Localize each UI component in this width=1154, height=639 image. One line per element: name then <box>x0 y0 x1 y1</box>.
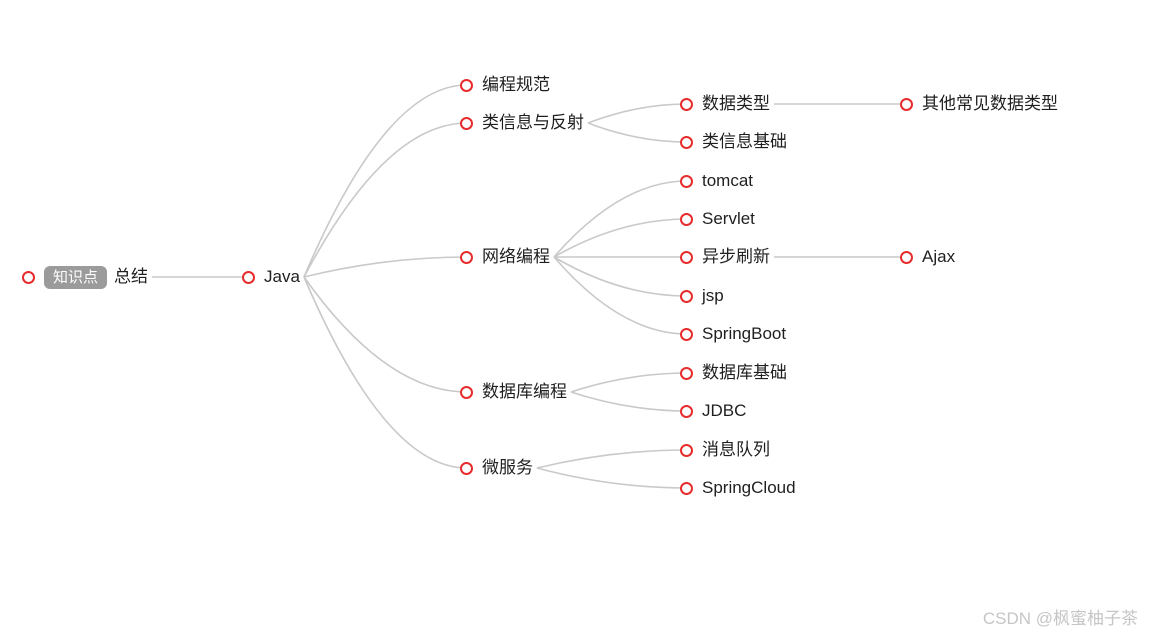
node-label: SpringCloud <box>702 478 796 497</box>
node-label: 网络编程 <box>482 247 550 266</box>
node-label: 类信息基础 <box>702 132 787 151</box>
node-label: JDBC <box>702 401 747 420</box>
node-circle-icon <box>680 250 693 264</box>
node-database-programming[interactable]: 数据库编程 <box>460 379 567 405</box>
node-label: 数据库基础 <box>702 363 787 382</box>
node-circle-icon <box>22 270 35 284</box>
node-coding-standards[interactable]: 编程规范 <box>460 72 550 98</box>
node-circle-icon <box>680 97 693 111</box>
edge <box>303 122 468 278</box>
edge <box>303 84 468 278</box>
node-label: Ajax <box>922 247 956 266</box>
node-java[interactable]: Java <box>242 264 300 290</box>
node-circle-icon <box>680 404 693 418</box>
node-ajax[interactable]: Ajax <box>900 244 955 270</box>
node-data-type[interactable]: 数据类型 <box>680 91 770 117</box>
edge <box>553 180 688 258</box>
node-circle-icon <box>460 250 473 264</box>
edge <box>536 467 688 489</box>
node-label: SpringBoot <box>702 324 787 343</box>
edge <box>553 218 688 258</box>
edge <box>570 391 688 412</box>
node-network-programming[interactable]: 网络编程 <box>460 244 550 270</box>
root-tag-badge: 知识点 <box>44 265 108 289</box>
node-other-common-data-types[interactable]: 其他常见数据类型 <box>900 91 1058 117</box>
node-circle-icon <box>680 212 693 226</box>
node-circle-icon <box>680 289 693 303</box>
edge <box>536 449 688 469</box>
edge <box>553 256 688 297</box>
node-circle-icon <box>460 385 473 399</box>
node-label: 消息队列 <box>702 440 770 459</box>
node-label: 总结 <box>114 267 149 286</box>
node-label: 微服务 <box>482 458 533 477</box>
node-springboot[interactable]: SpringBoot <box>680 321 786 347</box>
node-jdbc[interactable]: JDBC <box>680 398 746 424</box>
node-circle-icon <box>680 481 693 495</box>
node-class-info-reflection[interactable]: 类信息与反射 <box>460 110 584 136</box>
edge <box>587 103 688 124</box>
node-label: 编程规范 <box>482 75 550 94</box>
node-circle-icon <box>460 461 473 475</box>
node-label: tomcat <box>702 171 754 190</box>
node-circle-icon <box>900 97 913 111</box>
node-label: jsp <box>702 286 724 305</box>
edge <box>587 122 688 143</box>
edge <box>570 372 688 393</box>
node-springcloud[interactable]: SpringCloud <box>680 475 796 501</box>
csdn-watermark: CSDN @枫蜜柚子茶 <box>982 609 1138 628</box>
edge <box>303 276 468 393</box>
node-message-queue[interactable]: 消息队列 <box>680 437 770 463</box>
node-tomcat[interactable]: tomcat <box>680 168 753 194</box>
node-class-info-basics[interactable]: 类信息基础 <box>680 129 787 155</box>
node-circle-icon <box>242 270 255 284</box>
node-circle-icon <box>680 443 693 457</box>
node-label: Servlet <box>702 209 755 228</box>
node-root[interactable]: 知识点 总结 <box>22 264 148 290</box>
node-database-basics[interactable]: 数据库基础 <box>680 360 787 386</box>
node-async-refresh[interactable]: 异步刷新 <box>680 244 770 270</box>
node-circle-icon <box>460 116 473 130</box>
node-label: 异步刷新 <box>702 247 770 266</box>
node-circle-icon <box>680 327 693 341</box>
edge <box>303 256 468 278</box>
node-label: 类信息与反射 <box>482 113 584 132</box>
node-label: 其他常见数据类型 <box>922 94 1058 113</box>
node-label: 数据类型 <box>702 94 770 113</box>
edge <box>553 256 688 335</box>
node-circle-icon <box>680 174 693 188</box>
edge <box>303 276 468 469</box>
node-circle-icon <box>680 366 693 380</box>
node-circle-icon <box>900 250 913 264</box>
node-microservices[interactable]: 微服务 <box>460 455 533 481</box>
node-circle-icon <box>680 135 693 149</box>
node-jsp[interactable]: jsp <box>680 283 724 309</box>
node-circle-icon <box>460 78 473 92</box>
node-servlet[interactable]: Servlet <box>680 206 755 232</box>
node-label: 数据库编程 <box>482 382 567 401</box>
node-label: Java <box>264 267 300 286</box>
